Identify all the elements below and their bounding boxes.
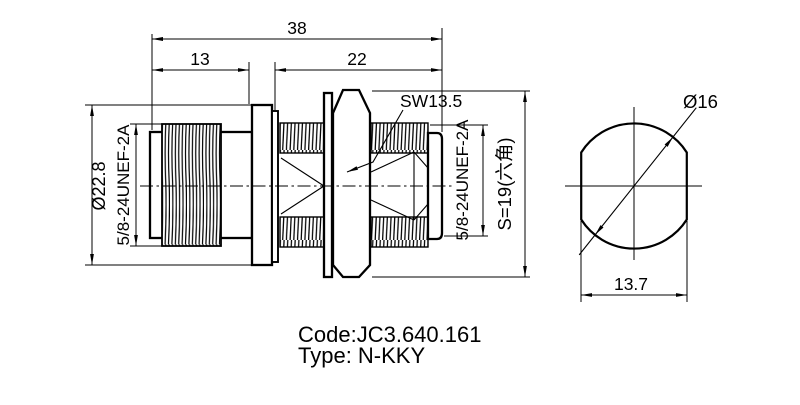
dim-total-38: 38 [151, 18, 443, 132]
hex-nut [331, 88, 372, 279]
coupling-knurl [161, 123, 222, 247]
dim-flange-dia: Ø22.8 [85, 104, 252, 266]
dim-end-dia-label: Ø16 [683, 91, 718, 112]
title-block: Code:JC3.640.161 Type: N-KKY [298, 322, 481, 368]
dim-thread-left-label: 5/8-24UNEF-2A [114, 124, 133, 246]
dim-thread-right: 5/8-24UNEF-2A [430, 119, 488, 241]
flange [250, 103, 274, 267]
dim-right-label: 22 [347, 49, 366, 69]
leader-wrench-size: SW13.5 [346, 91, 462, 173]
thread-section-left [279, 122, 325, 248]
panel-plate [322, 91, 334, 279]
dim-across-flats: 13.7 [580, 221, 688, 302]
dim-right-22: 22 [274, 49, 442, 110]
dim-total-label: 38 [287, 18, 306, 38]
dim-across-flats-label: 13.7 [614, 274, 648, 294]
part-type-label: Type: N-KKY [298, 343, 425, 368]
dim-hex-size: S=19(六角) [372, 90, 530, 278]
part-code-label: Code:JC3.640.161 [298, 322, 481, 347]
dim-left-label: 13 [190, 49, 209, 69]
thread-section-right [370, 122, 429, 248]
dim-thread-left: 5/8-24UNEF-2A [114, 123, 162, 247]
dim-hex-size-label: S=19(六角) [494, 137, 515, 230]
end-view: Ø16 13.7 [565, 91, 718, 302]
dim-end-dia: Ø16 [578, 91, 718, 256]
wrench-size-label: SW13.5 [400, 91, 462, 111]
dim-flange-dia-label: Ø22.8 [89, 161, 109, 210]
side-view: 38 13 22 Ø22.8 [85, 18, 530, 279]
dim-left-13: 13 [152, 49, 250, 104]
dim-thread-right-label: 5/8-24UNEF-2A [453, 119, 472, 241]
